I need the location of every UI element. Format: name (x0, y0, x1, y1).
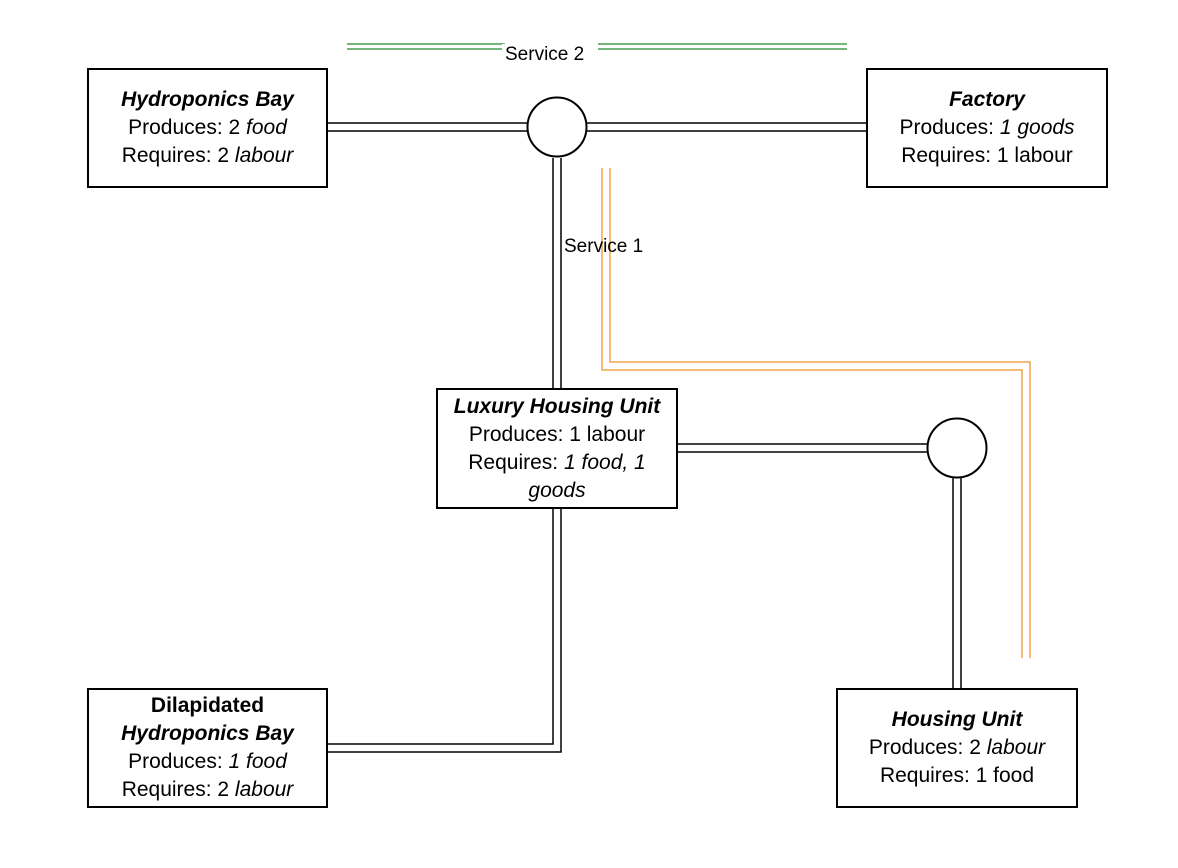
requires-line-continued: goods (528, 478, 586, 502)
produces-line: Produces: 2 labour (868, 736, 1046, 759)
junction-hub-top (526, 96, 588, 158)
requires-line: Requires: 2 labour (121, 778, 294, 801)
node-title: Luxury Housing Unit (453, 394, 661, 418)
node-title: Housing Unit (891, 708, 1023, 731)
orange-service-line (601, 168, 1031, 658)
road-lines (327, 122, 962, 753)
service-2-line (347, 43, 847, 50)
service-1-label: Service 1 (564, 236, 644, 257)
node-factory[interactable]: Factory Produces: 1 goods Requires: 1 la… (866, 68, 1108, 188)
node-hydroponics-bay[interactable]: Hydroponics Bay Produces: 2 food Require… (87, 68, 328, 188)
requires-line: Requires: 2 labour (121, 144, 294, 167)
produces-line: Produces: 1 goods (899, 116, 1075, 139)
produces-line: Produces: 1 labour (468, 422, 646, 446)
node-dilapidated-hydroponics-bay[interactable]: Dilapidated Hydroponics Bay Produces: 1 … (87, 688, 328, 808)
node-luxury-housing-unit[interactable]: Luxury Housing Unit Produces: 1 labour R… (436, 388, 678, 509)
requires-line: Requires: 1 food, 1 (468, 450, 646, 474)
node-title: Factory (949, 88, 1025, 111)
produces-line: Produces: 2 food (128, 116, 287, 139)
junction-hub-right (926, 417, 988, 479)
service-2-label: Service 2 (502, 44, 588, 66)
node-housing-unit[interactable]: Housing Unit Produces: 2 labour Requires… (836, 688, 1078, 808)
requires-line: Requires: 1 labour (901, 144, 1073, 167)
road-luxury-dilapidated (327, 508, 554, 745)
node-title-line-2: Hydroponics Bay (121, 722, 294, 745)
node-title: Hydroponics Bay (121, 88, 294, 111)
produces-line: Produces: 1 food (128, 750, 287, 773)
requires-line: Requires: 1 food (879, 764, 1035, 787)
node-title-line-1: Dilapidated (150, 694, 265, 717)
